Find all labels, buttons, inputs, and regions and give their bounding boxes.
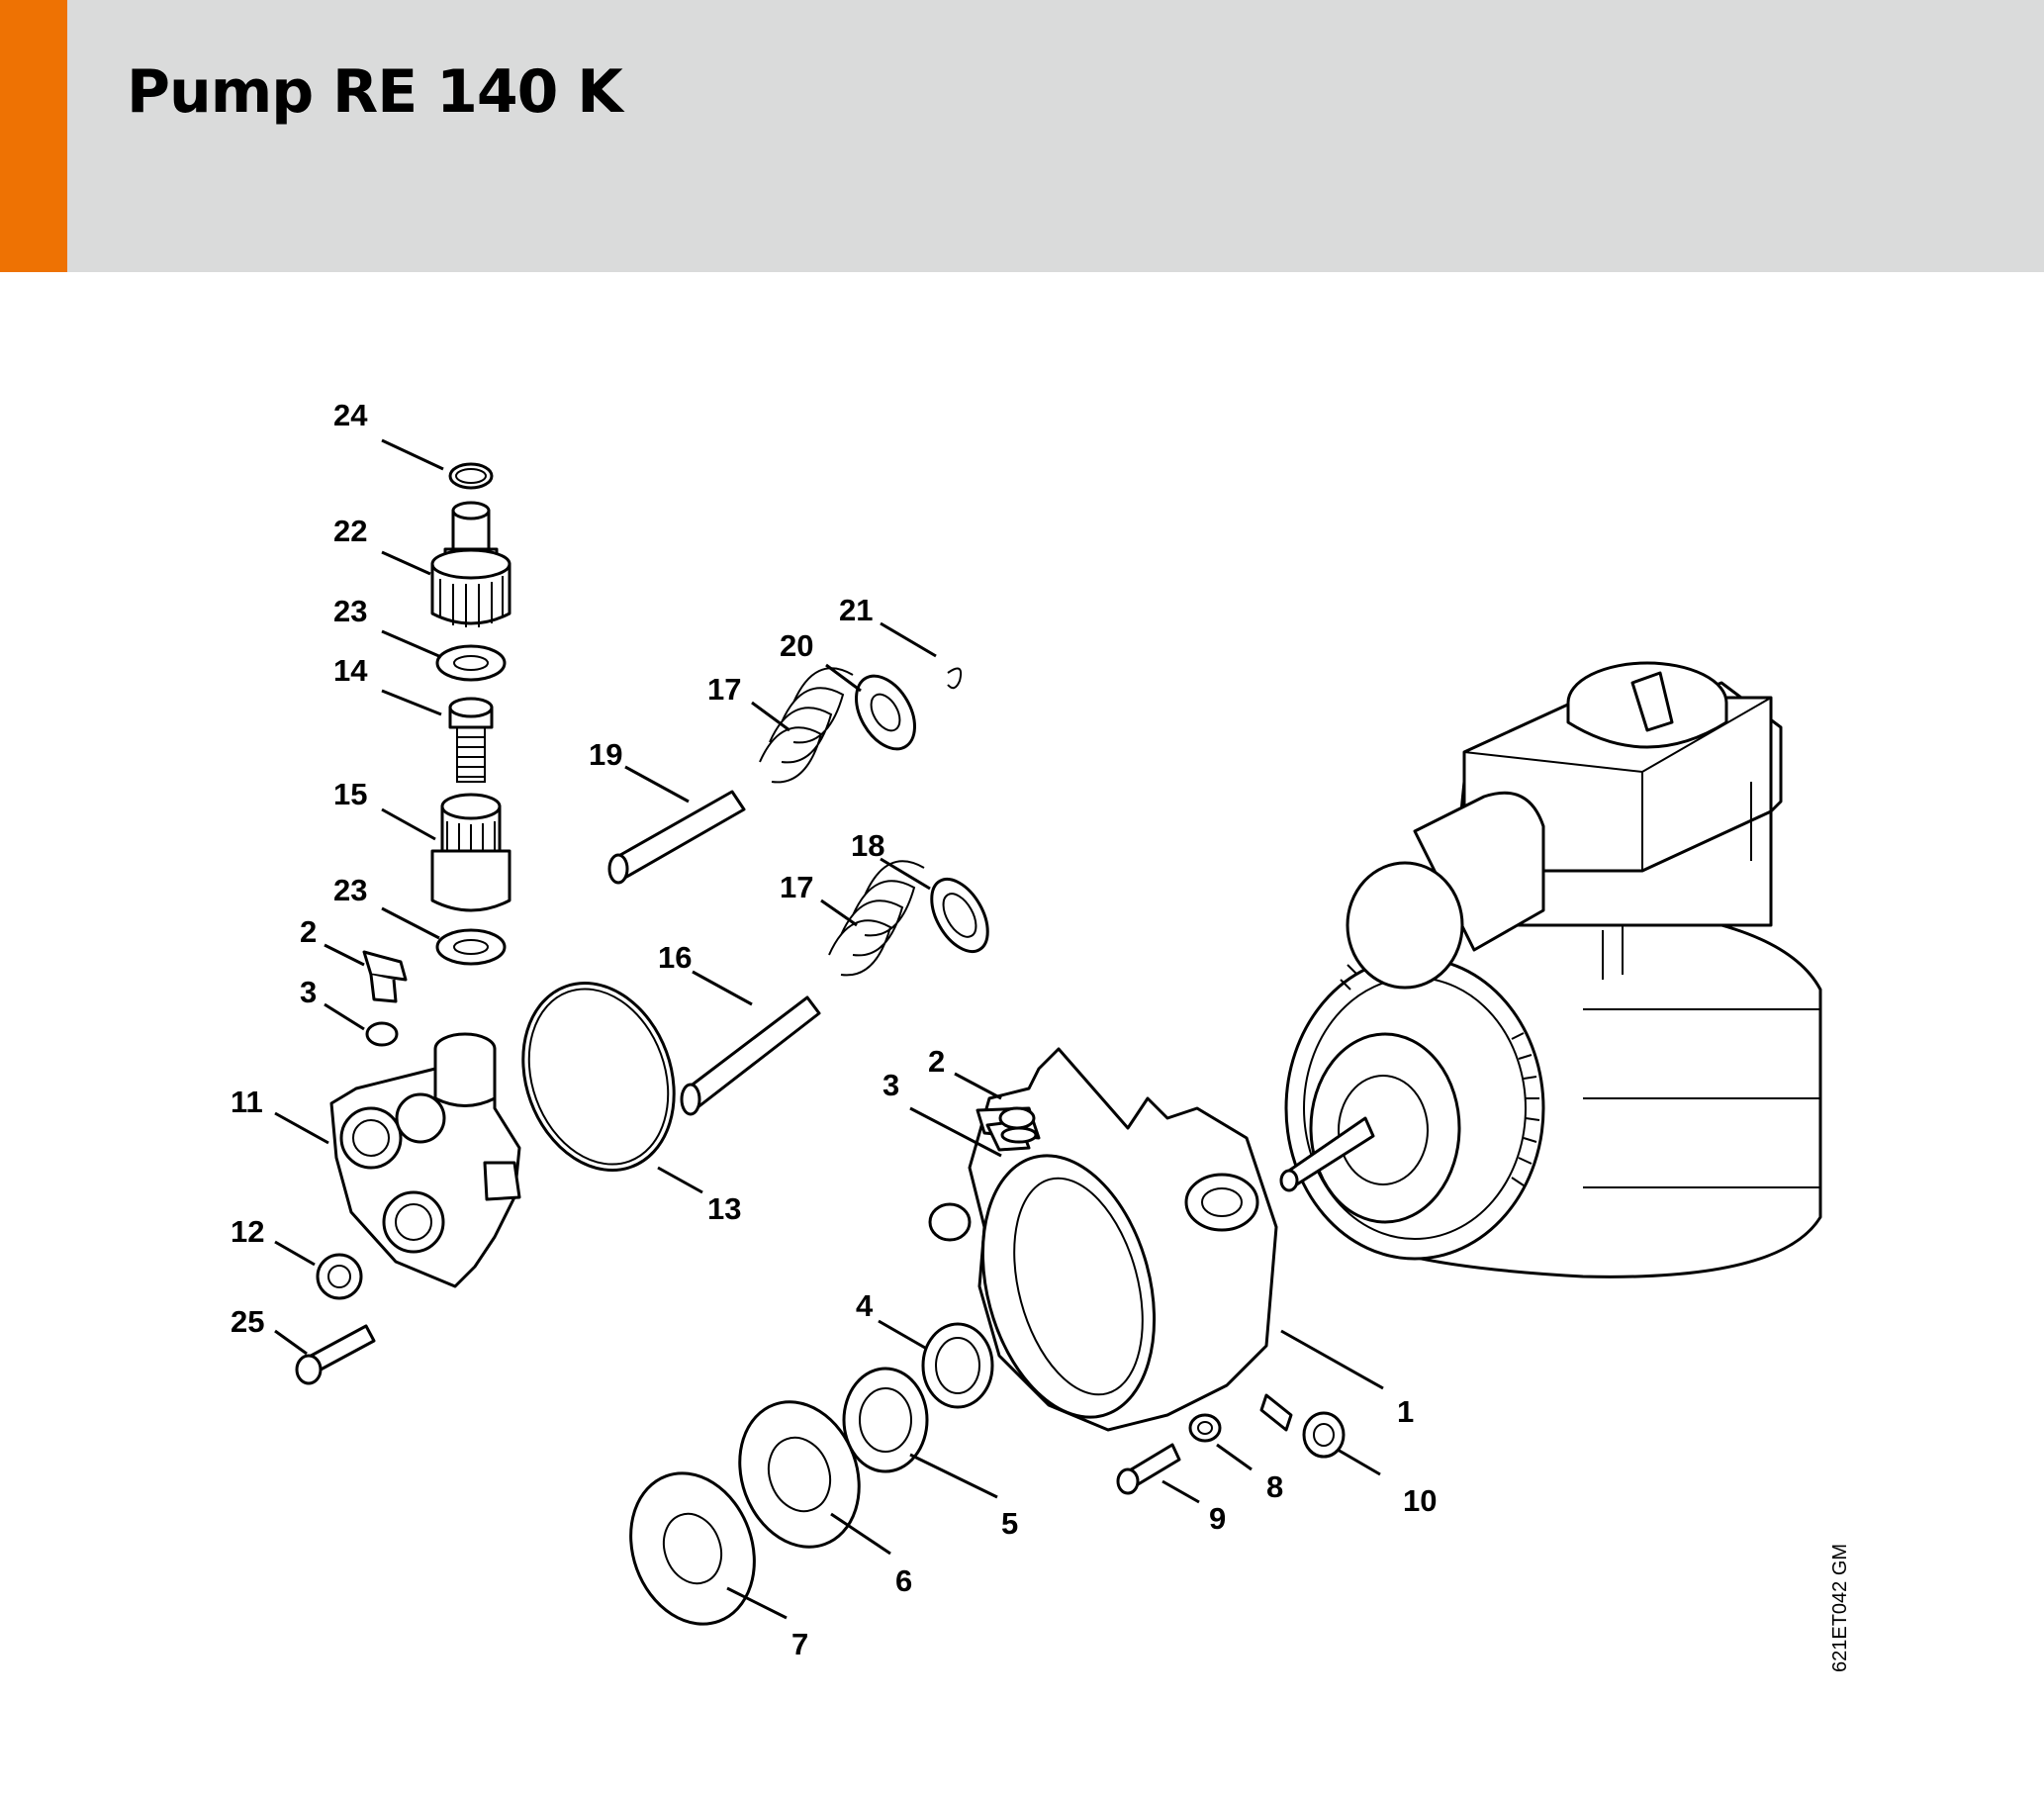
callout-1: 1	[1397, 1394, 1414, 1429]
page-title: Pump RE 140 K	[127, 57, 623, 127]
callout-17: 17	[707, 672, 741, 707]
header-bar	[0, 0, 2044, 272]
callout-3: 3	[883, 1068, 899, 1102]
callout-15: 15	[333, 777, 367, 811]
callout-24: 24	[333, 398, 368, 432]
callout-labels: 24 22 23 14 15 23 2 3 11 12 25 21 20 17 …	[231, 398, 1437, 1661]
callout-5: 5	[1001, 1506, 1018, 1541]
callout-14: 14	[333, 653, 368, 688]
callout-2: 2	[928, 1044, 945, 1079]
callout-2: 2	[300, 914, 317, 949]
callout-10: 10	[1403, 1483, 1437, 1518]
pump-housing-drawing	[629, 1047, 1346, 1626]
callout-20: 20	[780, 628, 813, 663]
valve-stack-drawing	[295, 462, 676, 1385]
callout-8: 8	[1266, 1469, 1283, 1504]
callout-11: 11	[231, 1085, 263, 1119]
accent-stripe	[0, 0, 67, 272]
callout-6: 6	[895, 1563, 912, 1598]
callout-23: 23	[333, 594, 367, 628]
callout-25: 25	[231, 1304, 264, 1339]
callout-19: 19	[589, 737, 622, 772]
callout-3: 3	[300, 975, 317, 1009]
callout-18: 18	[851, 828, 884, 863]
callout-4: 4	[856, 1288, 874, 1323]
drawing-code: 621ET042 GM	[1829, 1544, 1851, 1672]
callout-9: 9	[1209, 1501, 1226, 1536]
callout-7: 7	[791, 1627, 808, 1661]
motor-drawing	[1279, 661, 1822, 1278]
callout-21: 21	[839, 593, 873, 627]
callout-12: 12	[231, 1214, 264, 1249]
callout-23: 23	[333, 873, 367, 907]
piston-spring-drawing	[607, 667, 989, 1116]
leader-lines	[274, 438, 1384, 1620]
callout-17: 17	[780, 870, 813, 904]
callout-16: 16	[658, 940, 692, 975]
callout-22: 22	[333, 514, 367, 548]
callout-13: 13	[707, 1191, 741, 1226]
